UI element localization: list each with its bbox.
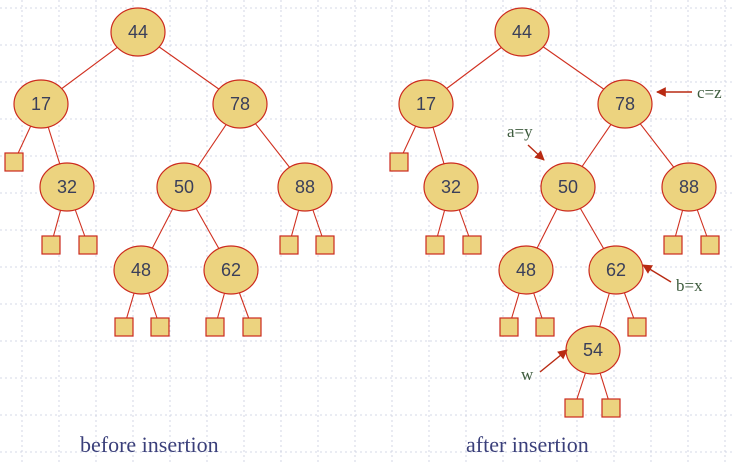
arrow-icon	[539, 349, 568, 373]
node-circle	[39, 162, 95, 212]
node-circle	[156, 162, 212, 212]
square-icon	[242, 317, 262, 337]
caption-before-insertion: before insertion	[80, 432, 219, 457]
node-key: 54	[583, 340, 603, 360]
node-key: 88	[679, 177, 699, 197]
square-icon	[535, 317, 555, 337]
node-key: 17	[416, 94, 436, 114]
square-icon	[663, 235, 683, 255]
tree-node: 44	[110, 7, 166, 57]
node-circle	[110, 7, 166, 57]
square-icon	[389, 152, 409, 172]
tree-node: 17	[13, 79, 69, 129]
node-circle	[277, 162, 333, 212]
arrow-icon	[642, 264, 672, 283]
tree-node: 32	[39, 162, 95, 212]
node-key: 78	[615, 94, 635, 114]
caption-after-insertion: after insertion	[466, 432, 589, 457]
node-key: 48	[131, 260, 151, 280]
node-key: 62	[606, 260, 626, 280]
node-key: 32	[441, 177, 461, 197]
tree-node: 50	[540, 162, 596, 212]
tree-node: 88	[277, 162, 333, 212]
node-circle	[423, 162, 479, 212]
annotation-label: w	[521, 365, 534, 384]
square-icon	[601, 398, 621, 418]
tree-node: 62	[203, 245, 259, 295]
node-circle	[113, 245, 169, 295]
tree-node: 17	[398, 79, 454, 129]
tree-nodes: 44 17 78 32 50 88 48 62 44 17 78 32 50 88 48 62 54	[13, 7, 717, 375]
node-key: 48	[516, 260, 536, 280]
square-icon	[205, 317, 225, 337]
tree-node: 50	[156, 162, 212, 212]
tree-node: 48	[498, 245, 554, 295]
annotation-label: b=x	[676, 276, 703, 295]
square-icon	[78, 235, 98, 255]
annotation-label: c=z	[697, 83, 722, 102]
node-circle	[398, 79, 454, 129]
node-key: 62	[221, 260, 241, 280]
tree-node: 88	[661, 162, 717, 212]
square-icon	[150, 317, 170, 337]
tree-node: 78	[597, 79, 653, 129]
tree-node: 78	[212, 79, 268, 129]
annotations: c=z a=y b=x w	[507, 83, 722, 384]
node-circle	[661, 162, 717, 212]
square-icon	[627, 317, 647, 337]
node-circle	[212, 79, 268, 129]
tree-node: 54	[565, 325, 621, 375]
annotation-label: a=y	[507, 122, 533, 141]
tree-node: 48	[113, 245, 169, 295]
tree-node: 62	[588, 245, 644, 295]
node-key: 50	[174, 177, 194, 197]
node-circle	[203, 245, 259, 295]
node-key: 44	[128, 22, 148, 42]
node-key: 50	[558, 177, 578, 197]
square-icon	[462, 235, 482, 255]
square-icon	[499, 317, 519, 337]
node-key: 78	[230, 94, 250, 114]
arrow-icon	[527, 144, 545, 161]
square-icon	[564, 398, 584, 418]
node-circle	[540, 162, 596, 212]
node-key: 32	[57, 177, 77, 197]
external-leaves	[4, 152, 720, 418]
square-icon	[315, 235, 335, 255]
node-key: 88	[295, 177, 315, 197]
node-circle	[13, 79, 69, 129]
square-icon	[4, 152, 24, 172]
node-circle	[597, 79, 653, 129]
square-icon	[700, 235, 720, 255]
node-key: 17	[31, 94, 51, 114]
square-icon	[41, 235, 61, 255]
tree-node: 44	[494, 7, 550, 57]
tree-node: 32	[423, 162, 479, 212]
node-circle	[498, 245, 554, 295]
square-icon	[114, 317, 134, 337]
square-icon	[425, 235, 445, 255]
node-key: 44	[512, 22, 532, 42]
square-icon	[279, 235, 299, 255]
node-circle	[494, 7, 550, 57]
